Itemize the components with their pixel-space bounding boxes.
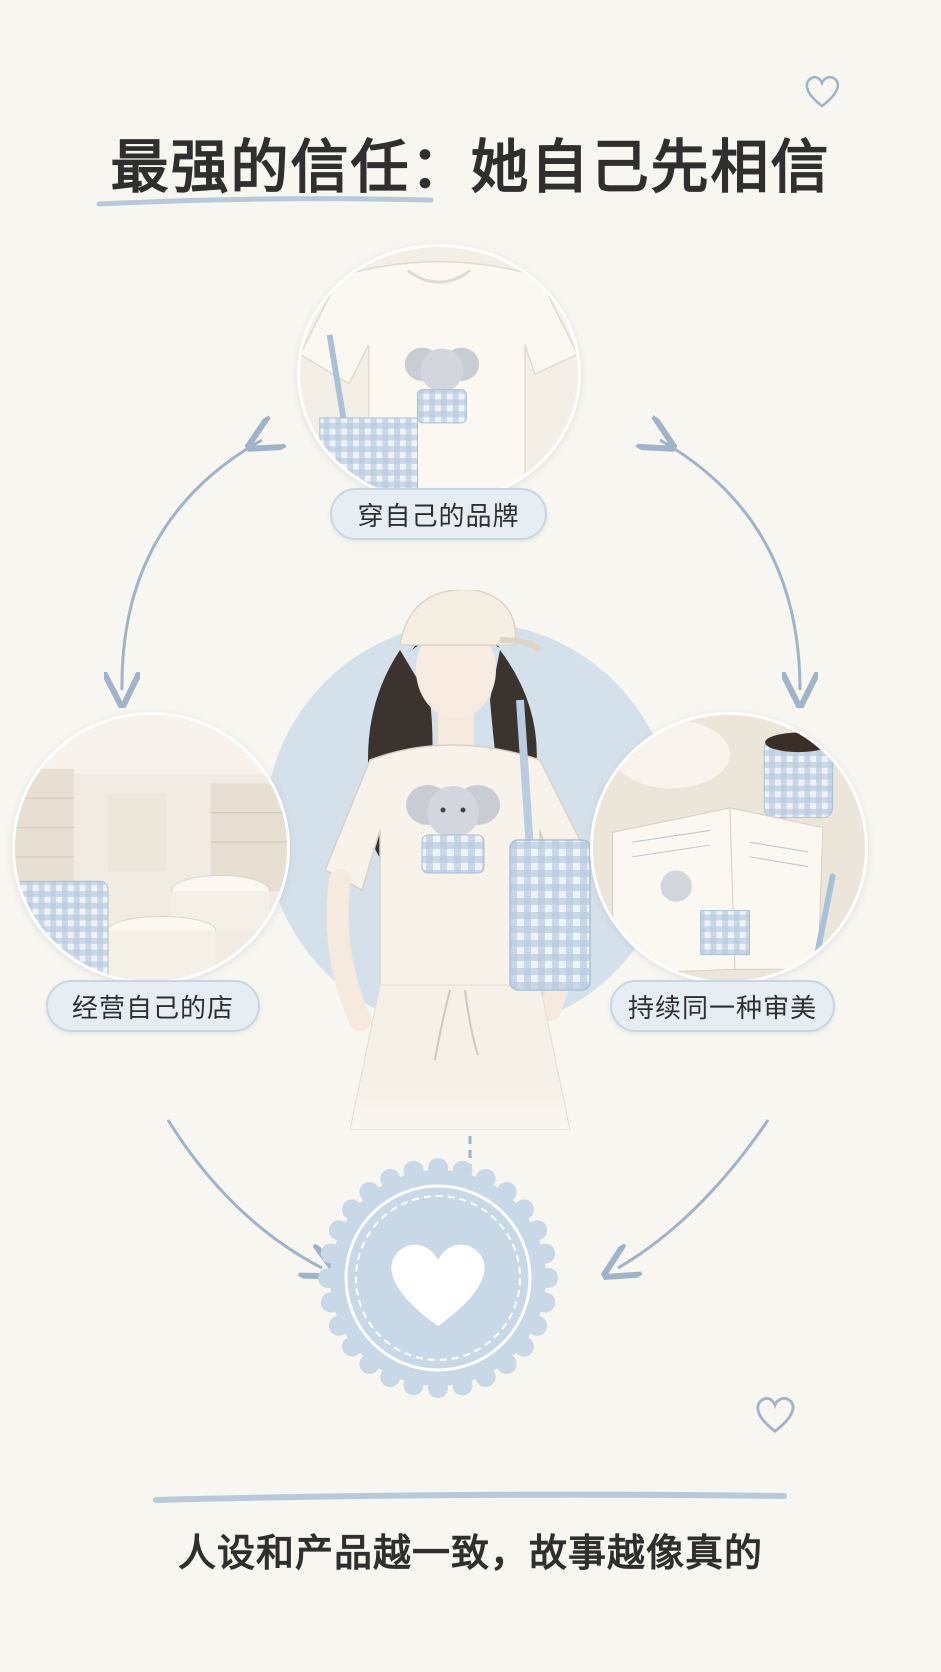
- tshirt-photo: [297, 244, 581, 504]
- small-heart-outline-icon: [805, 75, 839, 108]
- label-wear-own-brand: 穿自己的品牌: [330, 488, 547, 540]
- store-photo: [12, 712, 290, 984]
- notebook-photo: [590, 712, 868, 984]
- small-heart-outline-icon: [756, 1397, 795, 1433]
- heart-seal: [318, 1158, 558, 1398]
- label-run-own-store: 经营自己的店: [46, 980, 260, 1032]
- girl-illustration: [324, 590, 591, 1130]
- heart-icon: [391, 1244, 485, 1326]
- title-underline: [96, 196, 434, 207]
- page-title: 最强的信任：她自己先相信: [110, 133, 831, 201]
- elephant-icon: [406, 785, 500, 874]
- footer-underline: [153, 1491, 787, 1503]
- footer-caption: 人设和产品越一致，故事越像真的: [177, 1531, 763, 1575]
- label-consistent-aesthetic: 持续同一种审美: [610, 980, 835, 1032]
